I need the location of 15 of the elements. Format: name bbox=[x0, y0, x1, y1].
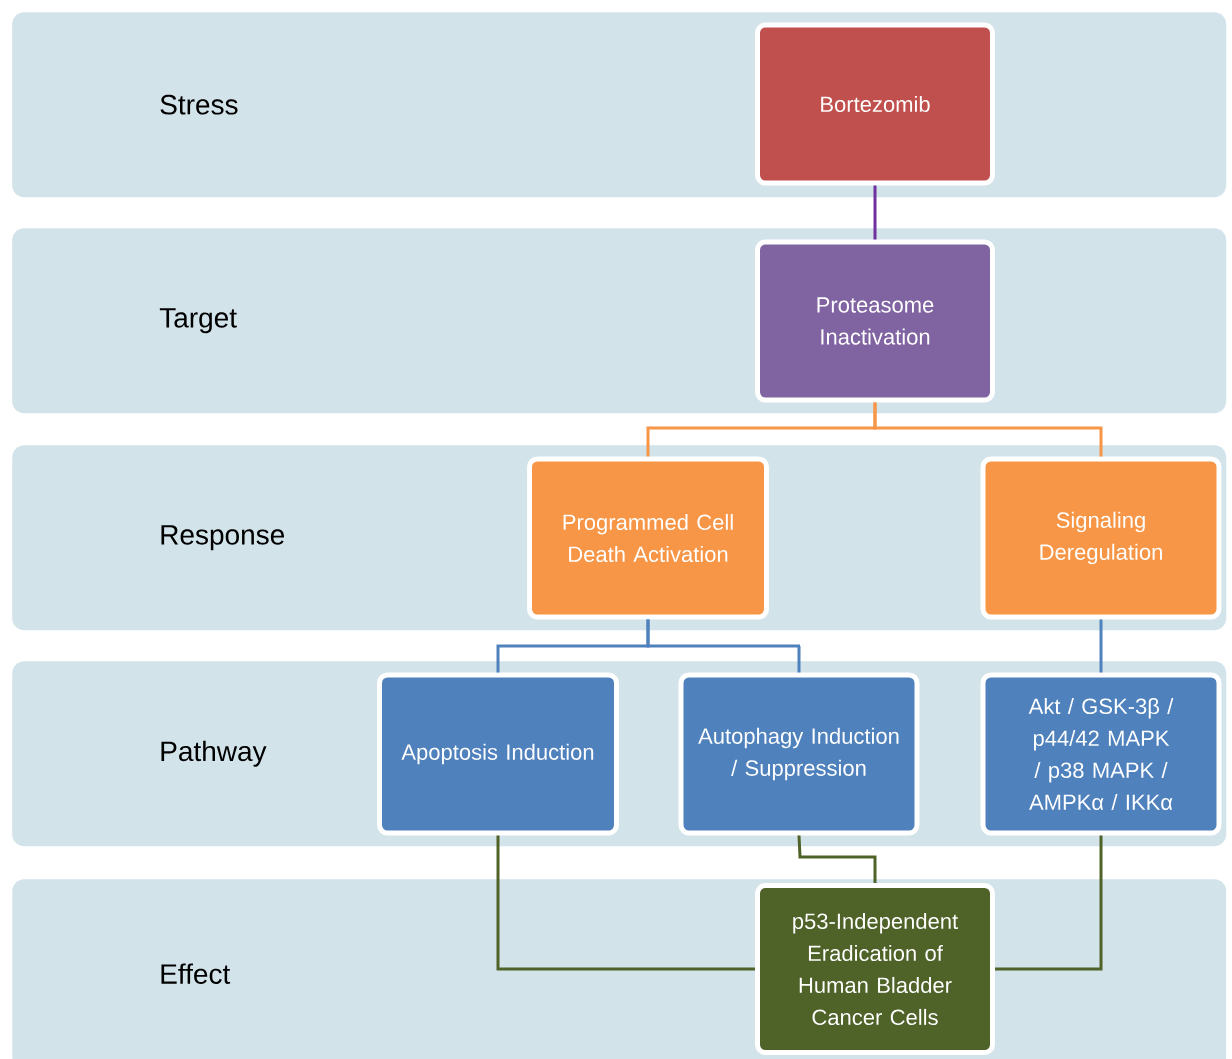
process-box: Autophagy Induction / Suppression bbox=[678, 672, 920, 836]
process-box: Proteasome Inactivation bbox=[755, 239, 995, 403]
connector-line bbox=[873, 402, 1103, 457]
process-box: Programmed Cell Death Activation bbox=[527, 456, 769, 620]
process-box: Signaling Deregulation bbox=[980, 456, 1222, 620]
connector-line bbox=[496, 835, 755, 971]
process-box: Bortezomib bbox=[755, 22, 995, 186]
connector-line bbox=[995, 835, 1103, 971]
connector-line bbox=[646, 619, 802, 673]
connector-line bbox=[797, 835, 877, 883]
process-box: Apoptosis Induction bbox=[377, 672, 619, 836]
connector-line bbox=[1099, 619, 1103, 673]
process-box: Akt / GSK-3β / p44/42 MAPK / p38 MAPK / AMPKα / IKKα bbox=[980, 672, 1222, 836]
process-box: p53-Independent Eradication of Human Bladder Cancer Cells bbox=[755, 883, 995, 1055]
connector-line bbox=[873, 185, 877, 240]
